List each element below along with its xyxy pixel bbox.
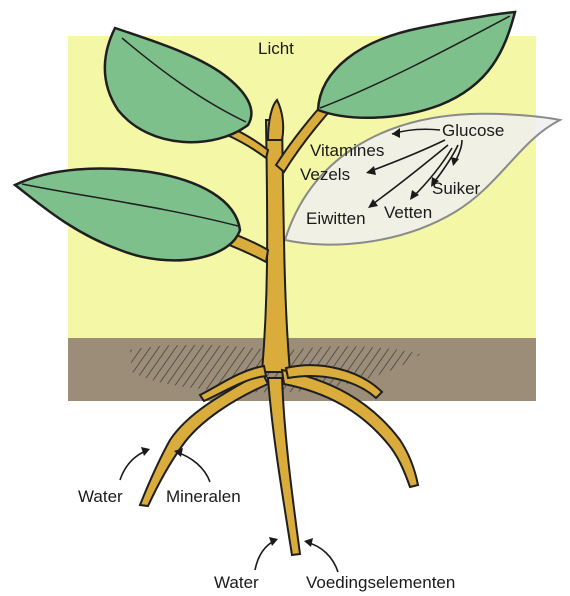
label-water-bottom: Water xyxy=(214,573,259,592)
arrowhead-voedingselementen xyxy=(304,538,313,547)
label-mineralen: Mineralen xyxy=(166,487,241,506)
label-vitamines: Vitamines xyxy=(310,141,384,160)
arrowhead-water-bottom xyxy=(269,537,278,546)
arrowhead-water-left xyxy=(141,447,150,456)
label-water-left: Water xyxy=(78,487,123,506)
label-suiker: Suiker xyxy=(432,179,481,198)
label-vezels: Vezels xyxy=(300,165,350,184)
root-center xyxy=(268,378,300,555)
label-vetten: Vetten xyxy=(384,203,432,222)
label-glucose: Glucose xyxy=(442,121,504,140)
label-eiwitten: Eiwitten xyxy=(306,209,366,228)
label-voedingselementen: Voedingselementen xyxy=(306,573,455,592)
label-licht: Licht xyxy=(258,39,294,58)
